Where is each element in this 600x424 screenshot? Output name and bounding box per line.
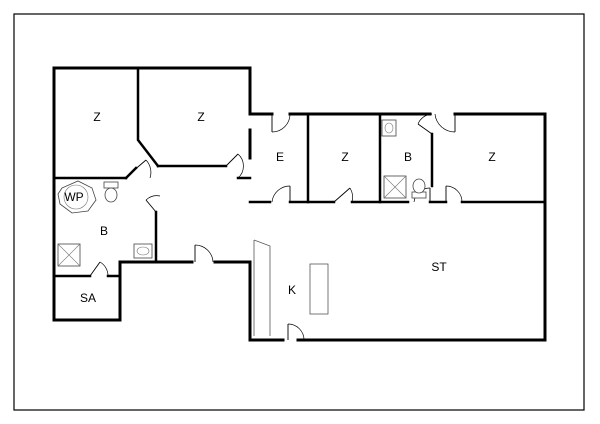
door-bed3 bbox=[333, 187, 353, 203]
drawing-frame bbox=[13, 13, 585, 411]
door-kitchen bbox=[287, 323, 305, 341]
door-bath2-top bbox=[417, 113, 433, 135]
room-label-bedroom-1: Z bbox=[93, 110, 100, 124]
door-bath1 bbox=[145, 195, 161, 213]
door-sauna bbox=[89, 261, 109, 277]
whirlpool-tub bbox=[57, 180, 97, 214]
door-entry-top bbox=[271, 113, 291, 133]
room-label-entry: E bbox=[276, 150, 284, 164]
room-label-bathroom-2: B bbox=[404, 150, 412, 164]
door-bed4-bottom bbox=[445, 185, 463, 203]
shower-icon bbox=[57, 243, 81, 267]
toilet-icon bbox=[103, 181, 119, 203]
room-label-sauna: SA bbox=[80, 291, 96, 305]
exterior-walls bbox=[52, 66, 547, 342]
room-label-living: ST bbox=[431, 260, 447, 274]
room-label-bathroom-1: B bbox=[100, 224, 108, 238]
room-labels: Z Z E Z B Z WP B SA K ST bbox=[64, 110, 495, 305]
shower-icon bbox=[383, 175, 407, 199]
door-bed4-top bbox=[434, 113, 456, 133]
interior-walls bbox=[52, 66, 547, 278]
door-bed2 bbox=[225, 153, 244, 179]
room-label-bedroom-2: Z bbox=[197, 110, 204, 124]
door-bed1 bbox=[131, 159, 152, 179]
room-label-bedroom-4: Z bbox=[488, 150, 495, 164]
kitchen-counter bbox=[253, 239, 271, 336]
sink-icon bbox=[133, 243, 153, 259]
toilet-icon bbox=[411, 178, 427, 199]
door-entry-bottom bbox=[271, 185, 291, 203]
kitchen-island bbox=[309, 263, 329, 315]
fixtures bbox=[57, 119, 427, 336]
room-label-whirlpool: WP bbox=[64, 190, 83, 204]
sink-icon bbox=[381, 119, 397, 137]
room-label-kitchen: K bbox=[288, 283, 296, 297]
doors bbox=[89, 113, 463, 341]
room-label-bedroom-3: Z bbox=[341, 150, 348, 164]
door-living bbox=[194, 244, 214, 263]
